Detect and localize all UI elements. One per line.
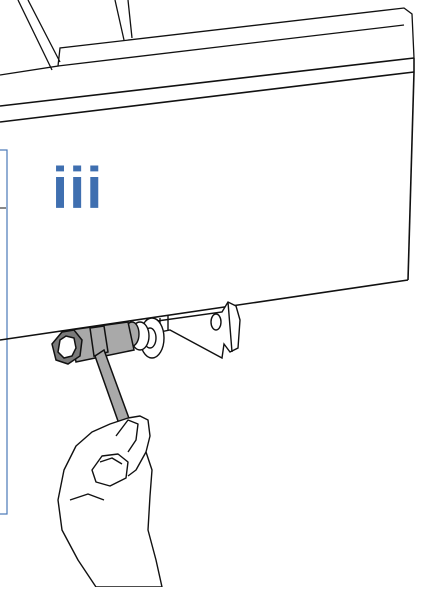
top-panel	[0, 0, 414, 75]
step-label: iii	[52, 160, 103, 218]
hand-icon	[58, 416, 162, 587]
blue-frame-border	[0, 150, 7, 514]
